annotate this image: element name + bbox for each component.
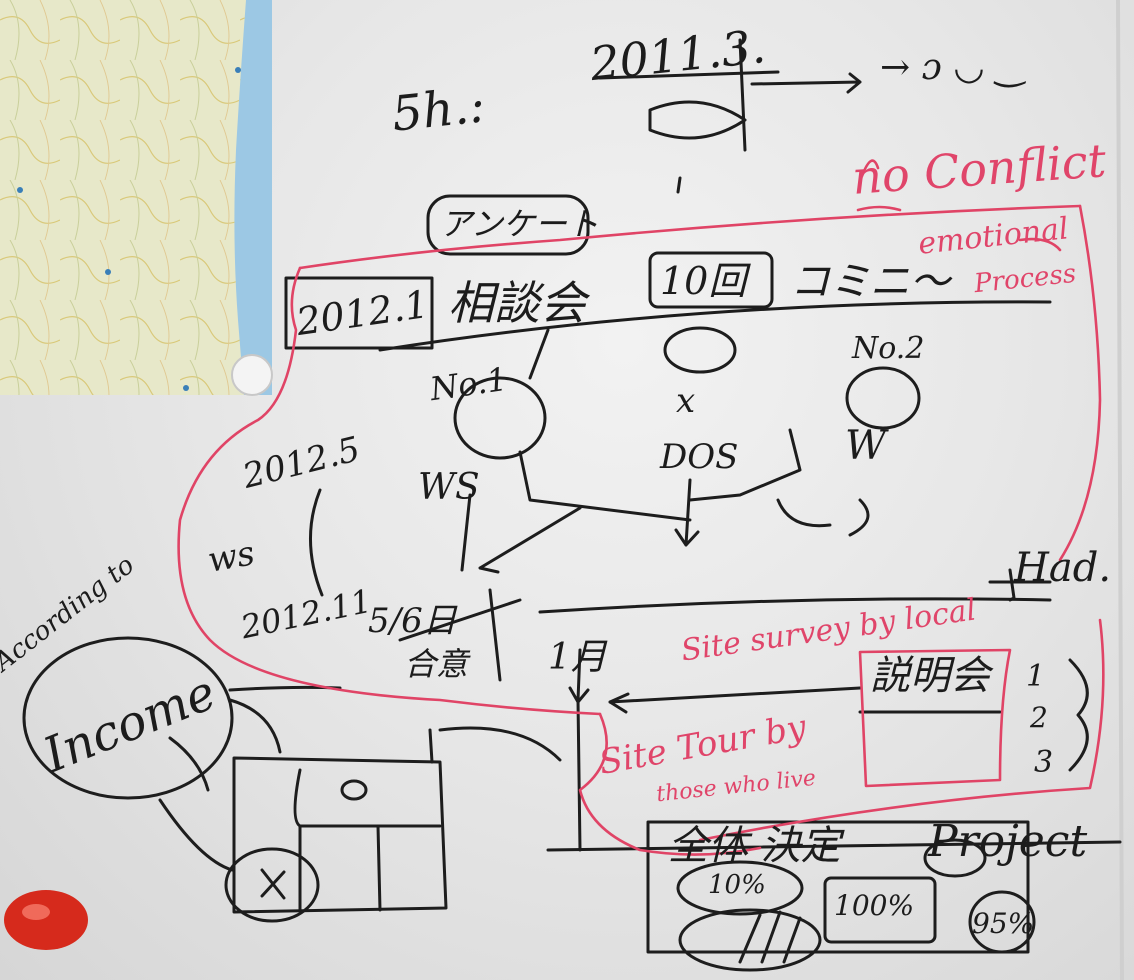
community-label: コミニ～ <box>790 259 950 305</box>
date-5-6-label: 5/6日 <box>368 601 457 641</box>
percent-100-label: 100% <box>834 889 915 922</box>
ws-mid-label: WS <box>418 467 480 508</box>
no2-label: No.2 <box>852 331 925 366</box>
explain-meeting-label: 説明会 <box>870 653 990 699</box>
agreement-label: 合意 <box>404 645 469 683</box>
map-icon <box>0 0 273 396</box>
shi-label: 5h.: <box>389 77 488 143</box>
dos-label: DOS <box>660 437 739 477</box>
ws-left-label: ws <box>204 533 258 581</box>
percent-10-label: 10% <box>708 870 766 900</box>
w-label: W <box>845 423 887 469</box>
no1-label: No.1 <box>427 359 510 409</box>
project-label: Project <box>928 816 1088 867</box>
ten-times-label: 10回 <box>660 259 747 303</box>
x-mark-label: x <box>676 381 696 421</box>
january-label: 1月 <box>548 637 607 678</box>
percent-95-label: 95% <box>972 907 1035 940</box>
smile-label: → ɔ ◡ ‿ <box>880 47 1026 88</box>
num-1-label: 1 <box>1026 659 1046 694</box>
meeting-label: 相談会 <box>448 276 586 330</box>
questionnaire-label: アンケート <box>440 205 599 243</box>
had-label: Had. <box>1014 545 1112 591</box>
num-3-label: 3 <box>1034 745 1054 780</box>
num-2-label: 2 <box>1030 701 1048 734</box>
decision-label: 全体 決定 <box>668 823 841 869</box>
magnet-icon <box>4 890 88 950</box>
